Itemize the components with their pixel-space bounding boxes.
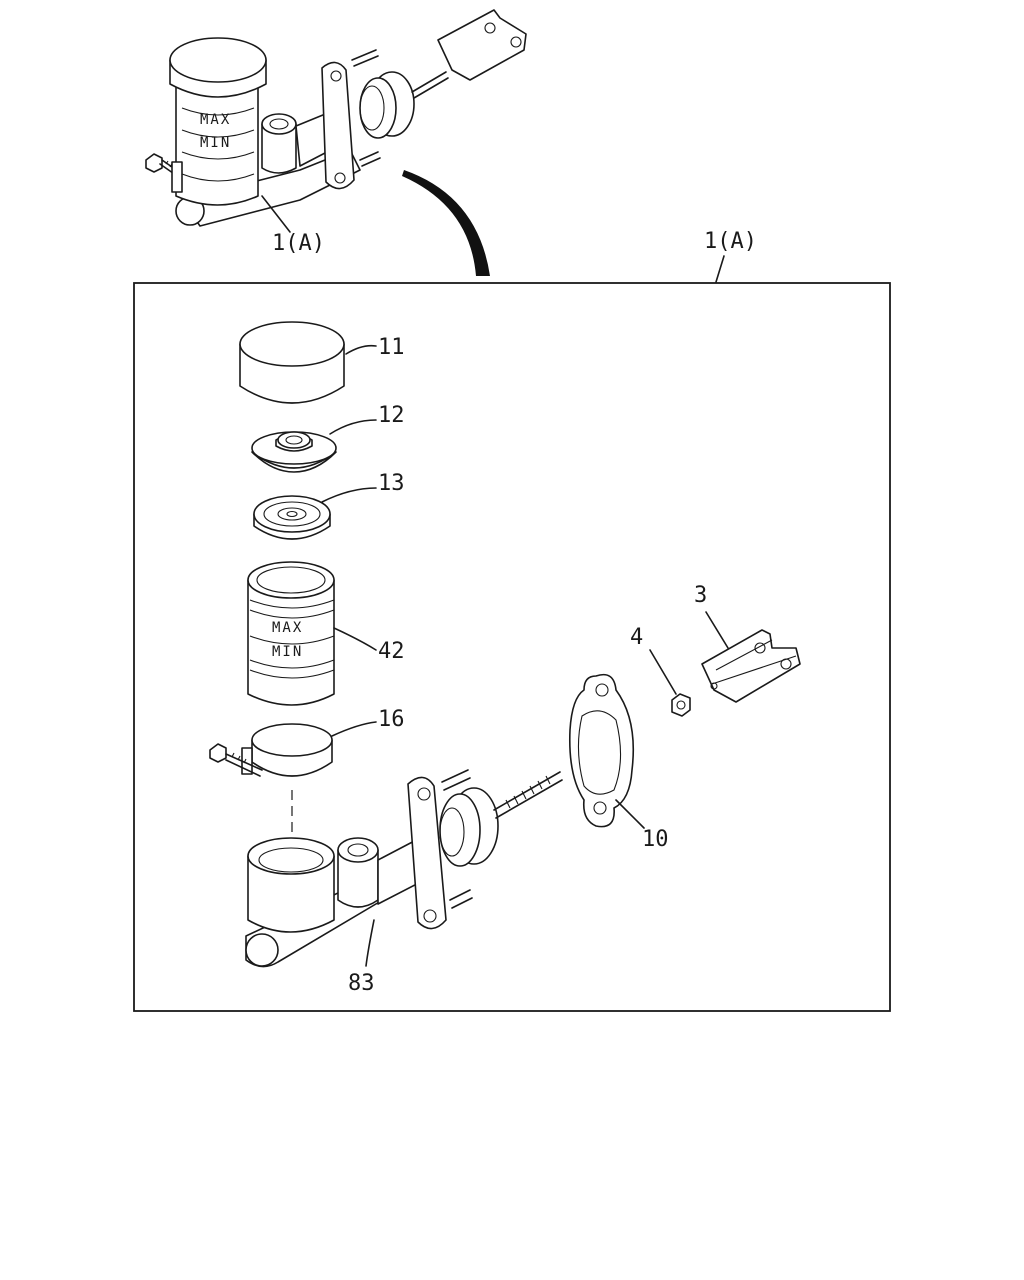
tank-min-mark: MIN [272,644,303,660]
callout-4: 4 [630,625,643,650]
tank-max-mark: MAX [272,620,303,636]
callout-3: 3 [694,583,707,608]
diaphragm: 12 [251,403,405,473]
callout-16: 16 [378,707,405,732]
band-clamp: 16 [209,707,405,777]
assembled-master-cylinder: MAX MIN 1(A) [145,9,527,256]
gasket: 10 [568,673,669,852]
callout-13: 13 [378,471,405,496]
callout-10: 10 [642,827,669,852]
detail-frame [133,282,891,1012]
callout-11: 11 [378,335,405,360]
clevis: 3 [694,583,801,703]
reservoir-tank: MAX MIN 42 [247,561,405,706]
assembly-label: 1(A) [272,231,325,256]
max-mark: MAX [200,112,231,128]
min-mark: MIN [200,135,231,151]
reference-arrow [402,170,490,276]
frame-label: 1(A) [704,229,757,254]
reservoir-cap: 11 [239,321,405,404]
master-cylinder-body: 83 [245,769,563,996]
callout-83: 83 [348,971,375,996]
seal-plate: 13 [253,471,405,540]
callout-12: 12 [378,403,405,428]
callout-42: 42 [378,639,405,664]
nut: 4 [630,625,691,717]
